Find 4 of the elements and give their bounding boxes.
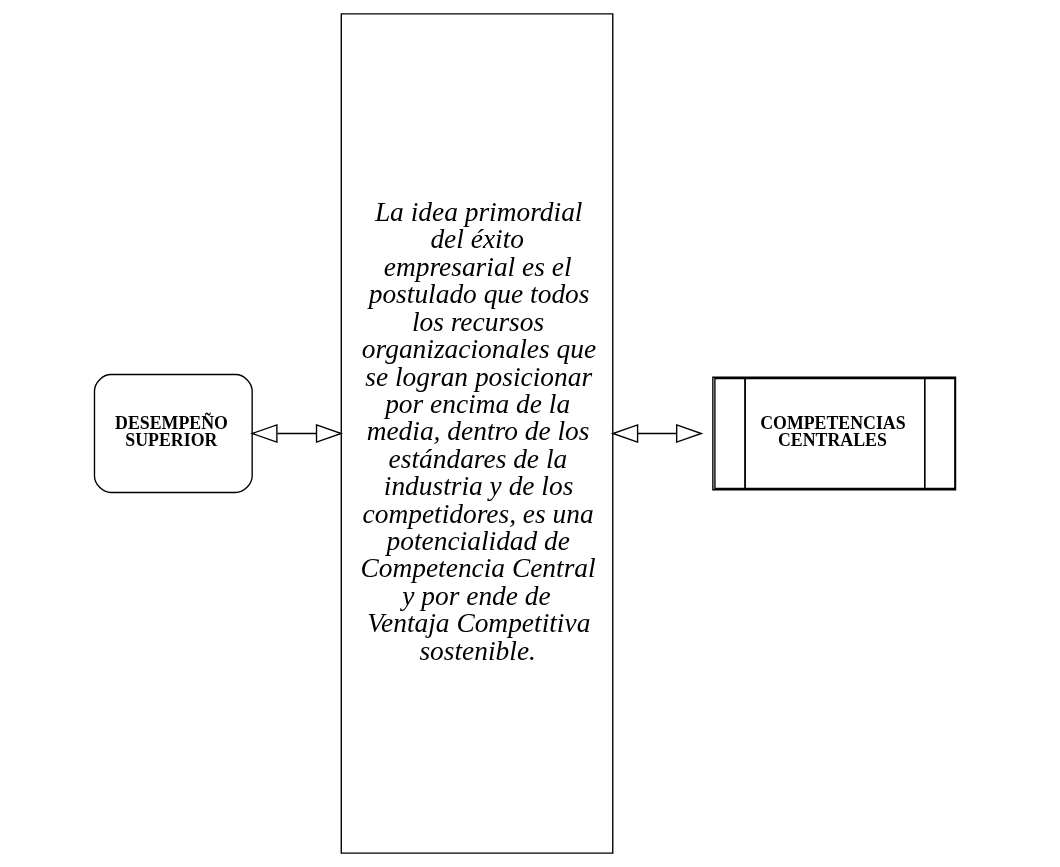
node-box: DESEMPEÑO SUPERIOR (93, 373, 253, 494)
arrow (249, 423, 343, 444)
arrow (610, 423, 703, 444)
node-box: La idea primordial del éxito empresarial es el postulado que todos los recursos organizacionales que se logran posicionar por encima de la media, dentro de los estándares de la industria y de los competidores, es una potencialidad de Competencia Central y por ende de Ventaja Competitiva sostenible. (340, 13, 613, 854)
